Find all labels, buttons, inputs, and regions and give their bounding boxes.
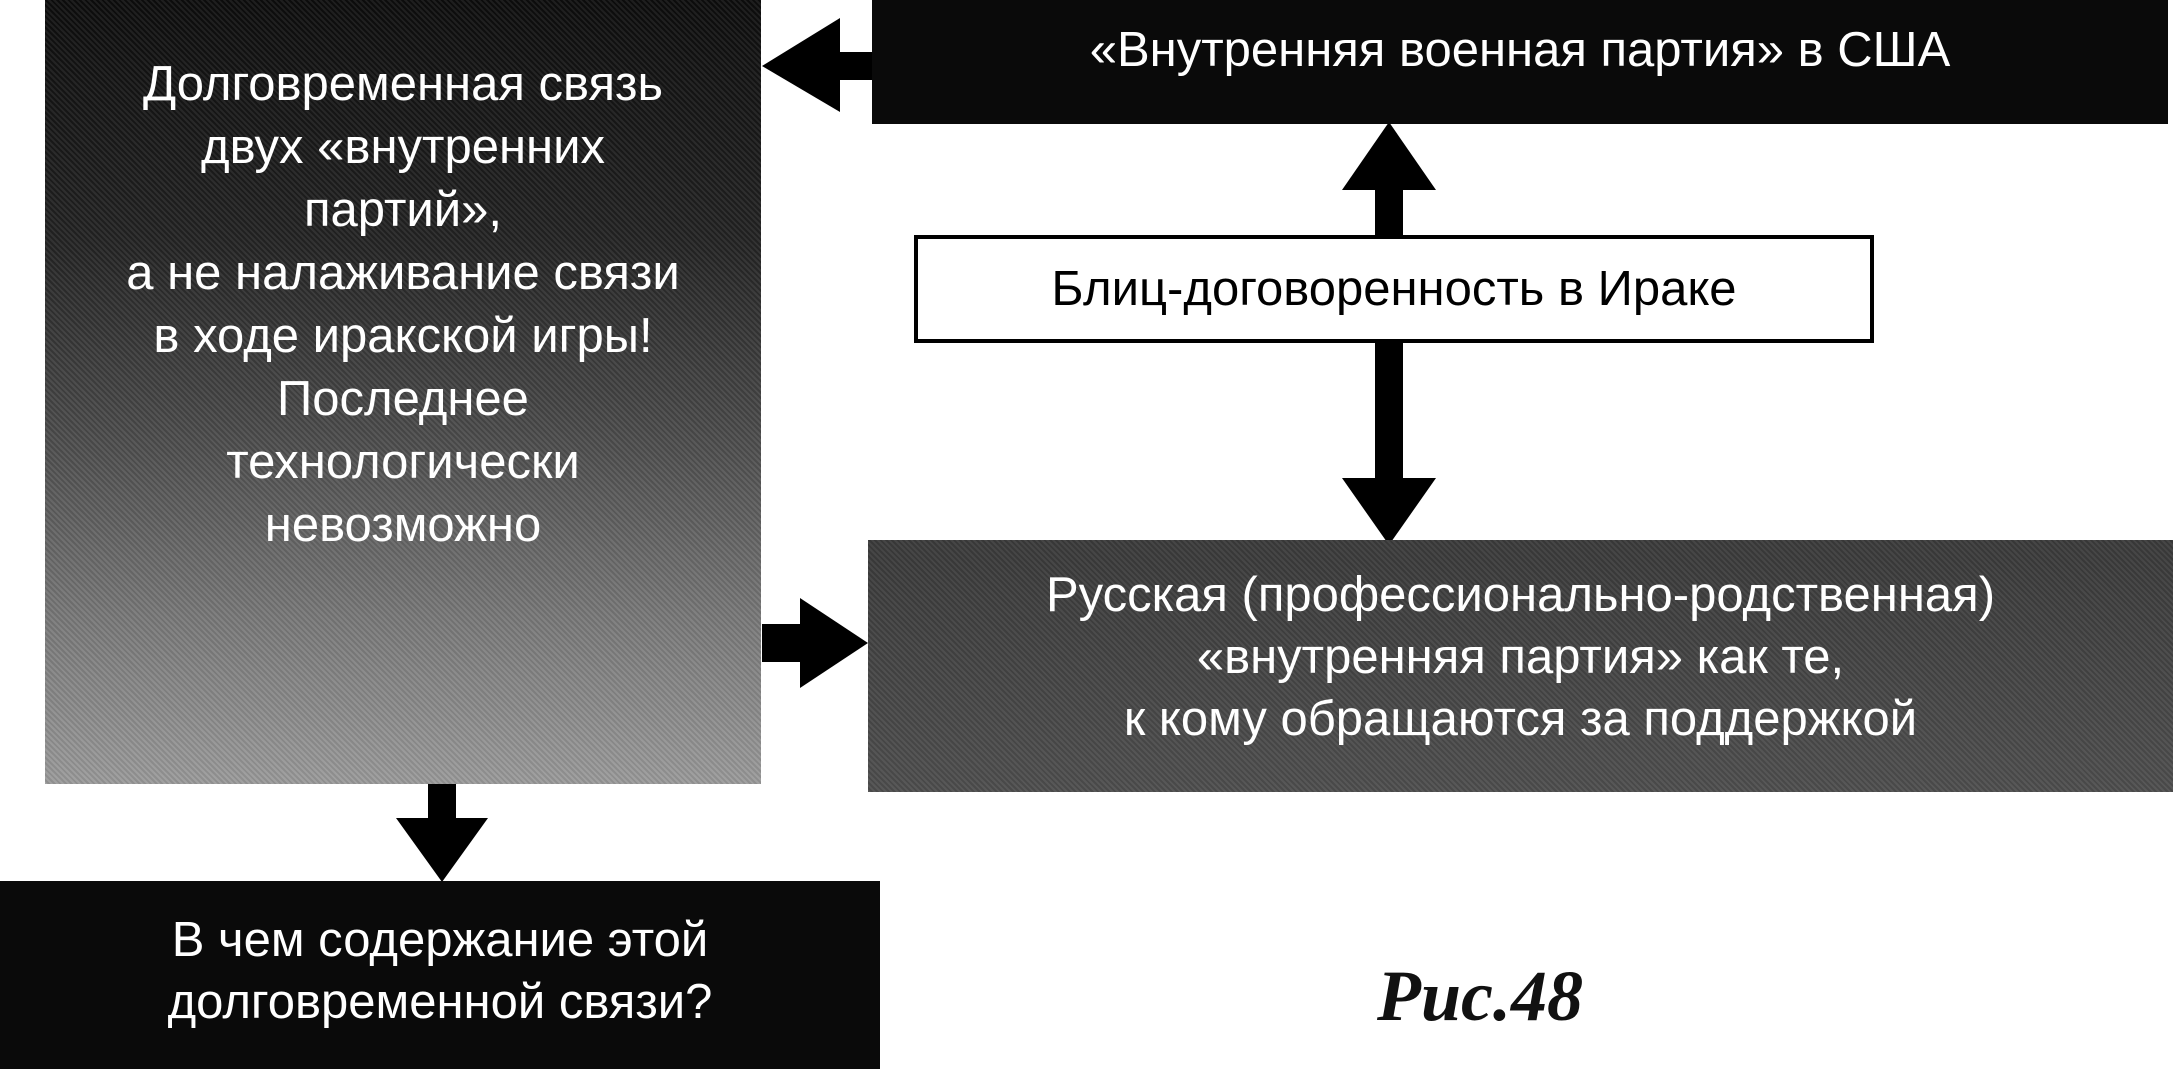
russian-party-box: Русская (профессионально-родственная) «в… [868, 540, 2173, 792]
blitz-agreement-label: Блиц-договоренность в Ираке [1051, 262, 1737, 316]
arrow-left-to-russia [762, 598, 868, 688]
arrow-blitz-to-usa [1342, 122, 1436, 240]
usa-party-label: «Внутренняя военная партия» в США [1089, 23, 1951, 77]
russia-line-3: к кому обращаются за поддержкой [1123, 692, 1918, 746]
question-line-1: В чем содержание этой [171, 913, 709, 967]
left-line-6: Последнее [277, 372, 529, 426]
figure-label: Рис.48 [1377, 956, 1583, 1036]
left-line-5: в ходе иракской игры! [153, 309, 653, 363]
left-line-1: Долговременная связь [142, 57, 664, 111]
left-line-2: двух «внутренних [201, 120, 605, 174]
russia-line-1: Русская (профессионально-родственная) [1045, 568, 1996, 622]
long-term-link-block: Долговременная связь двух «внутренних па… [45, 0, 761, 784]
left-line-4: а не налаживание связи [126, 246, 680, 300]
russia-line-2: «внутренняя партия» как те, [1196, 630, 1845, 684]
left-line-3: партий», [303, 183, 502, 237]
arrow-left-to-question [396, 784, 488, 882]
usa-military-party-box: «Внутренняя военная партия» в США [872, 0, 2168, 124]
left-line-7: технологически [226, 435, 580, 489]
left-line-8: невозможно [264, 498, 542, 552]
question-box: В чем содержание этой долговременной свя… [0, 881, 880, 1069]
blitz-agreement-box: Блиц-договоренность в Ираке [914, 235, 1874, 343]
arrow-blitz-to-russia [1342, 343, 1436, 545]
question-line-2: долговременной связи? [167, 975, 713, 1029]
arrow-usa-to-left [762, 18, 875, 112]
